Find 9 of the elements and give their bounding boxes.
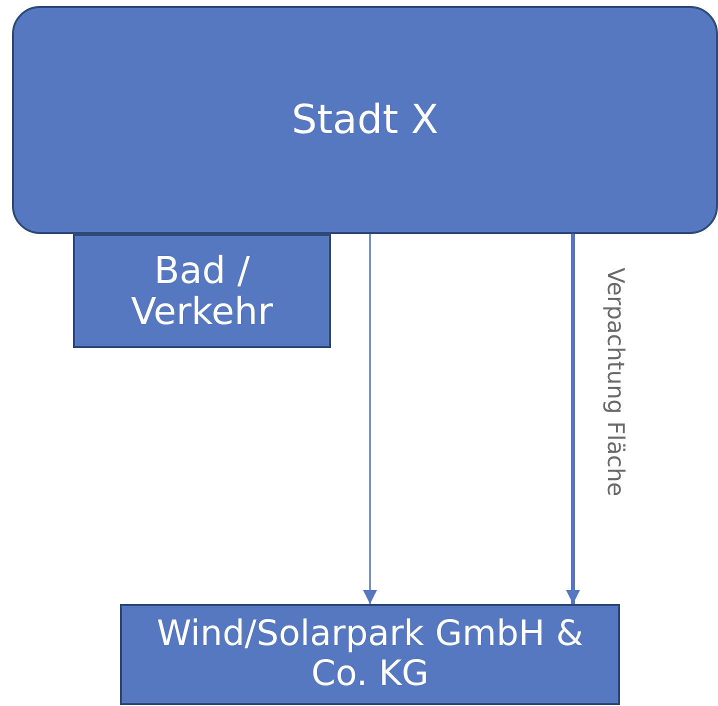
node-label: Bad / Verkehr xyxy=(130,250,274,332)
arrow xyxy=(566,234,580,604)
edge-label: Verpachtung Fläche xyxy=(602,268,628,496)
process-box xyxy=(120,604,620,705)
rounded-box xyxy=(12,6,718,234)
node-label: Stadt X xyxy=(290,98,440,142)
arrow xyxy=(363,234,377,604)
node-label: Wind/Solarpark GmbH & Co. KG xyxy=(156,615,584,694)
process-box xyxy=(73,234,331,348)
